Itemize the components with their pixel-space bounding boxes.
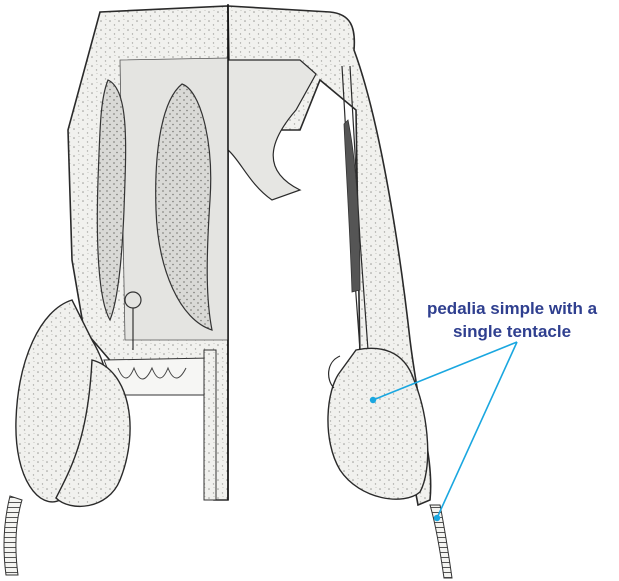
- tentacle-right: [430, 505, 452, 578]
- leader-dot-pedalium: [370, 397, 376, 403]
- annotation-line-2: single tentacle: [405, 320, 619, 343]
- leader-line-tentacle: [437, 342, 517, 518]
- tentacle-left: [4, 496, 22, 575]
- pedalia-annotation: pedalia simple with a single tentacle: [405, 297, 619, 343]
- leader-dot-tentacle: [434, 515, 440, 521]
- annotation-line-1: pedalia simple with a: [405, 297, 619, 320]
